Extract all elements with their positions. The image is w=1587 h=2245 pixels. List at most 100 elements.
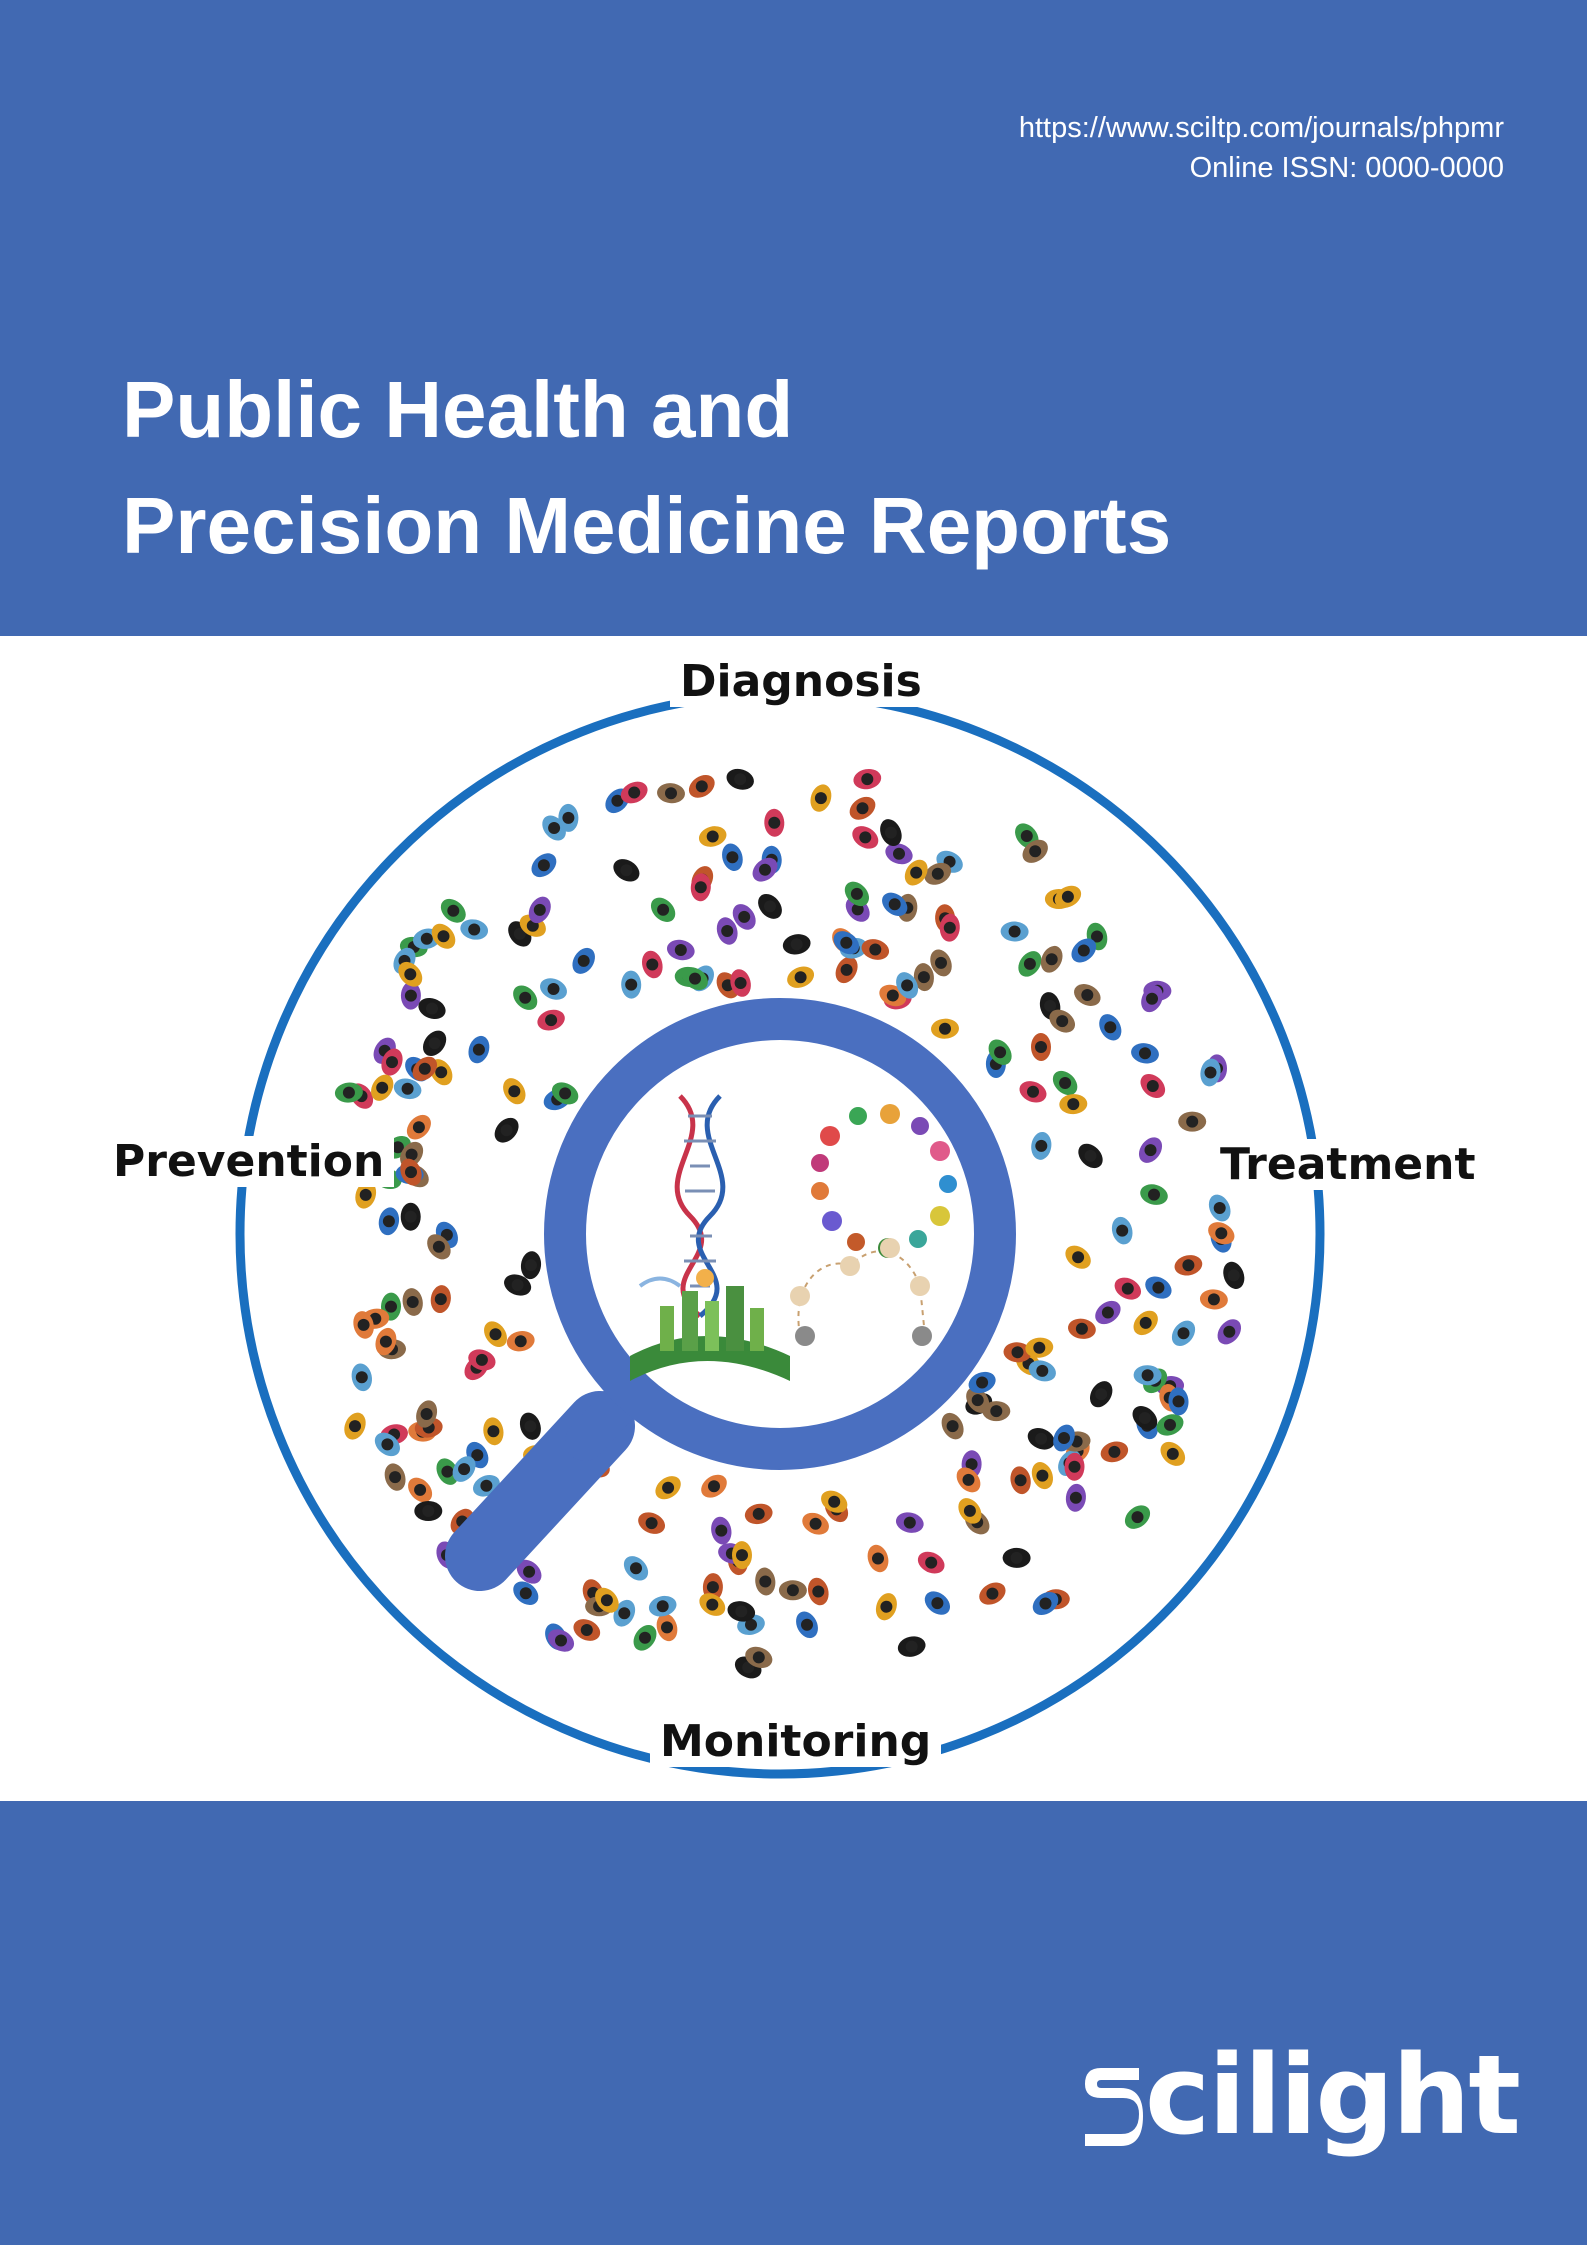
crowd-person-head	[630, 1562, 642, 1575]
cover-illustration: Diagnosis Prevention Treatment Monitorin…	[0, 636, 1587, 1801]
crowd-person-head	[674, 944, 687, 956]
crowd-person-head	[1131, 1511, 1144, 1524]
crowd-person-head	[441, 1465, 454, 1478]
crowd-person-head	[437, 930, 450, 943]
crowd-person-head	[382, 1215, 395, 1228]
crowd-person-head	[580, 1624, 593, 1636]
crowd-person-head	[401, 1082, 414, 1095]
crowd-person-head	[434, 1293, 447, 1306]
crowd-person-head	[1027, 1085, 1039, 1098]
crowd-person-head	[1095, 1388, 1108, 1401]
crowd-person-head	[872, 1552, 884, 1565]
crowd-person-head	[405, 1148, 418, 1161]
crowd-person-head	[1014, 1474, 1027, 1487]
crowd-person-head	[1036, 1469, 1049, 1482]
crowd-person-head	[414, 1483, 427, 1496]
crowd-person-head	[794, 971, 807, 984]
crowd-person-head	[721, 925, 734, 937]
crowd-person-head	[1029, 845, 1042, 858]
crowd-person-head	[1139, 1047, 1151, 1060]
crowd-person-head	[1010, 1551, 1023, 1564]
crowd-person-head	[706, 1581, 719, 1594]
crowd-person-head	[500, 1124, 513, 1137]
crowd-person-head	[1146, 992, 1158, 1005]
crowd-person-head	[738, 910, 751, 923]
crowd-person-head	[695, 780, 708, 793]
crowd-person-head	[708, 1480, 720, 1493]
crowd-person-head	[533, 903, 546, 916]
footer-band	[0, 1801, 1587, 2245]
crowd-person-head	[976, 1376, 989, 1389]
crowd-person-head	[519, 991, 532, 1004]
cycle-label-diagnosis: Diagnosis	[670, 656, 932, 707]
crowd-person-head	[386, 1056, 398, 1069]
crowd-person-head	[618, 1607, 631, 1620]
title-line-1: Public Health and	[122, 365, 794, 454]
crowd-person-head	[1207, 1293, 1220, 1306]
crowd-person-head	[447, 904, 460, 917]
crowd-person-head	[903, 1516, 916, 1529]
crowd-person-head	[458, 1463, 471, 1476]
crowd-person-head	[537, 859, 550, 872]
crowd-person-head	[869, 943, 882, 956]
crowd-person-head	[657, 903, 670, 916]
crowd-person-head	[801, 1618, 813, 1631]
crowd-person-head	[759, 863, 771, 876]
magnifier-handle-icon	[445, 1361, 660, 1591]
crowd-person-head	[886, 989, 899, 1002]
scilight-s-mark-icon	[1085, 2068, 1144, 2146]
crowd-person-head	[1044, 999, 1057, 1012]
crowd-person-head	[355, 1371, 368, 1384]
crowd-person-head	[790, 938, 803, 951]
crowd-person-head	[349, 1420, 361, 1433]
crowd-person-head	[1146, 1080, 1159, 1092]
crowd-person-head	[406, 1296, 419, 1308]
crowd-person-head	[939, 1022, 951, 1035]
crowd-person-head	[1011, 1346, 1024, 1359]
crowd-person-head	[859, 831, 872, 844]
crowd-person-head	[1104, 1021, 1117, 1034]
journal-url[interactable]: https://www.sciltp.com/journals/phpmr	[1018, 112, 1504, 144]
crowd-person-head	[404, 989, 417, 1002]
crowd-person-head	[426, 1002, 438, 1015]
crowd-person-head	[547, 983, 560, 995]
crowd-person-head	[986, 1587, 999, 1600]
journal-title: Public Health and Precision Medicine Rep…	[122, 352, 1171, 584]
crowd-person-head	[735, 1605, 748, 1618]
crowd-person-head	[1059, 1077, 1072, 1089]
crowd-person-head	[759, 1575, 772, 1588]
crowd-person-head	[1148, 1188, 1160, 1201]
crowd-person-head	[646, 958, 659, 971]
crowd-person-head	[994, 1046, 1007, 1059]
crowd-person-head	[1139, 1316, 1152, 1329]
crowd-person-head	[359, 1188, 372, 1201]
crowd-person-head	[548, 822, 561, 834]
green-city-icon	[630, 1269, 790, 1381]
crowd-person-head	[905, 1640, 918, 1653]
crowd-person-head	[404, 1210, 417, 1223]
crowd-person-head	[1067, 1098, 1080, 1111]
crowd-person-head	[809, 1517, 822, 1530]
crowd-person-head	[971, 1394, 984, 1407]
crowd-person-head	[625, 978, 638, 991]
crowd-person-head	[694, 881, 707, 894]
crowd-person-head	[511, 1279, 524, 1291]
crowd-person-head	[786, 1584, 799, 1597]
crowd-person-head	[734, 773, 747, 786]
crowd-person-head	[1036, 1364, 1049, 1377]
crowd-person-head	[689, 972, 701, 985]
journal-issn: Online ISSN: 0000-0000	[1189, 152, 1504, 184]
crowd-person-head	[1058, 1432, 1070, 1444]
crowd-person-head	[901, 979, 914, 992]
crowd-person-head	[420, 1408, 433, 1420]
crowd-person-head	[1045, 953, 1058, 966]
crowd-figures	[334, 768, 1245, 1679]
crowd-person-head	[1166, 1447, 1179, 1460]
crowd-person-head	[1075, 1322, 1088, 1335]
crowd-person-head	[1008, 925, 1021, 938]
crowd-person-head	[420, 932, 433, 945]
crowd-person-head	[990, 1405, 1003, 1418]
crowd-person-head	[840, 963, 853, 976]
crowd-person-head	[925, 1556, 938, 1569]
crowd-person-head	[468, 923, 481, 936]
